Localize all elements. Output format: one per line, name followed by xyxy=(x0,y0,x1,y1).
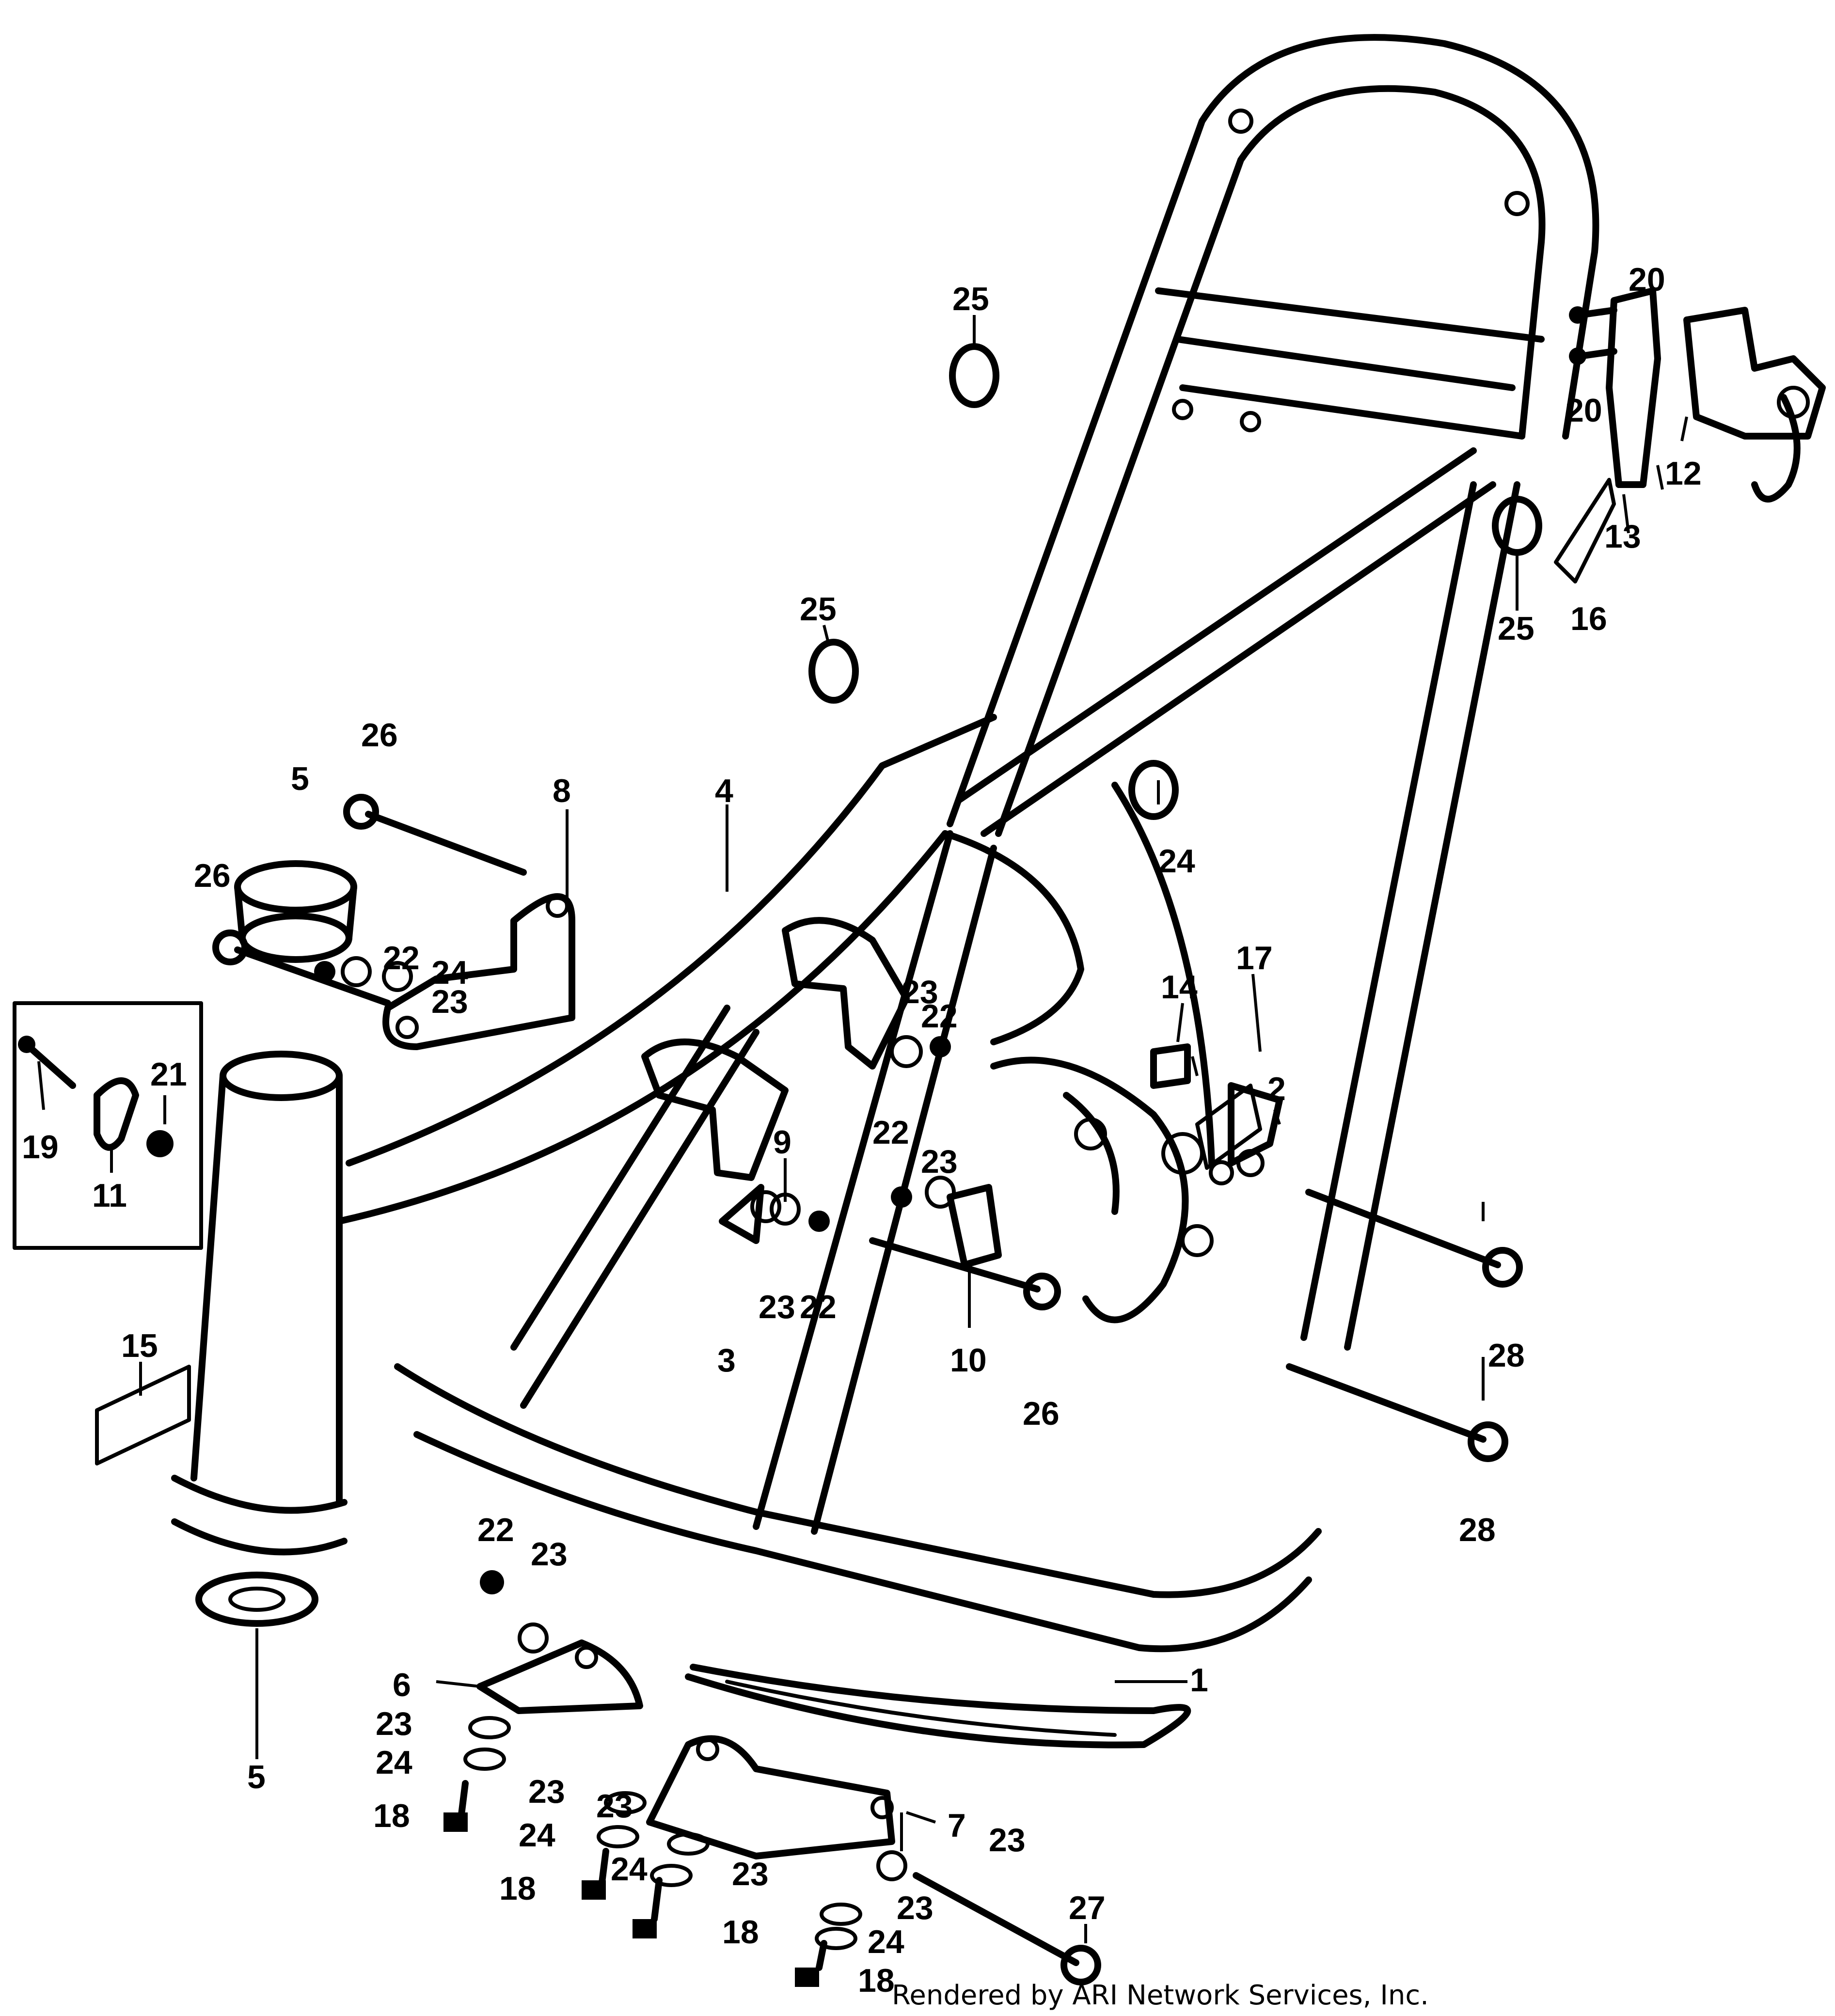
washers-center xyxy=(314,956,956,1232)
callout-10: 10 xyxy=(950,1342,987,1379)
bolt-26-upper xyxy=(343,794,527,876)
callout-18b: 18 xyxy=(499,1870,536,1907)
grommets-25 xyxy=(808,343,1542,704)
bolt-26-lower xyxy=(869,1237,1061,1310)
callout-18a: 18 xyxy=(373,1797,410,1834)
callout-22e: 22 xyxy=(477,1512,514,1548)
callout-7: 7 xyxy=(948,1807,966,1844)
bearing-race-lower xyxy=(195,1572,318,1627)
inset-box xyxy=(13,1001,203,1250)
callouts: 1 2 3 4 5 5 6 7 8 9 10 11 12 13 14 15 16… xyxy=(22,261,1702,1999)
callout-24c: 24 xyxy=(376,1744,412,1781)
callout-18c: 18 xyxy=(722,1914,759,1951)
callout-24e: 24 xyxy=(611,1851,648,1888)
callout-5-upper: 5 xyxy=(291,760,309,797)
callout-5-lower: 5 xyxy=(247,1759,266,1796)
main-frame xyxy=(336,34,1599,1748)
callout-26c: 26 xyxy=(1023,1395,1060,1432)
callout-23f: 23 xyxy=(376,1705,412,1742)
callout-27: 27 xyxy=(1069,1890,1106,1926)
callout-26b: 26 xyxy=(194,857,231,894)
callout-23a: 23 xyxy=(431,983,468,1020)
grommet-24 xyxy=(1128,760,1179,820)
callout-26a: 26 xyxy=(361,717,398,754)
steering-head-tube xyxy=(171,1051,348,1556)
callout-28a: 28 xyxy=(1488,1337,1525,1374)
callout-23k: 23 xyxy=(596,1788,633,1825)
callout-16: 16 xyxy=(1570,600,1607,637)
callout-4: 4 xyxy=(715,772,733,809)
callout-17: 17 xyxy=(1236,940,1273,976)
callout-6: 6 xyxy=(393,1667,411,1703)
callout-25c: 25 xyxy=(1498,610,1534,647)
callout-24d: 24 xyxy=(519,1817,555,1854)
callout-22a: 22 xyxy=(383,940,420,976)
callout-2: 2 xyxy=(1267,1071,1286,1107)
clip-2 xyxy=(1228,1082,1283,1177)
callout-25a: 25 xyxy=(952,281,989,317)
engine-hanger-8 xyxy=(382,893,575,1050)
callout-25b: 25 xyxy=(800,591,837,628)
bolts-28 xyxy=(1286,1189,1523,1462)
callout-23i: 23 xyxy=(989,1822,1026,1858)
callout-19: 19 xyxy=(22,1129,59,1166)
bolt-27 xyxy=(913,1872,1101,1985)
callout-14: 14 xyxy=(1161,969,1198,1006)
clip-3 xyxy=(719,1184,764,1244)
callout-23g: 23 xyxy=(528,1773,565,1810)
callout-22d: 22 xyxy=(800,1289,837,1325)
callout-22c: 22 xyxy=(872,1114,909,1151)
callout-1: 1 xyxy=(1190,1662,1208,1699)
callout-20a: 20 xyxy=(1629,261,1665,298)
callout-23j: 23 xyxy=(897,1890,933,1926)
callout-23b: 23 xyxy=(902,974,938,1010)
mount-plate-7 xyxy=(646,1735,895,1859)
callout-21: 21 xyxy=(150,1056,187,1093)
lower-hardware xyxy=(443,1570,907,1987)
callout-15: 15 xyxy=(121,1327,158,1364)
callout-23h: 23 xyxy=(732,1856,769,1892)
callout-20b: 20 xyxy=(1566,392,1602,429)
collar-10 xyxy=(947,1184,1002,1268)
label-plate-15 xyxy=(95,1365,191,1465)
callout-24b: 24 xyxy=(431,954,468,991)
screws-20 xyxy=(1569,306,1617,365)
callout-9: 9 xyxy=(773,1124,791,1161)
switch-bracket xyxy=(1606,287,1661,488)
footer-credit: Rendered by ARI Network Services, Inc. xyxy=(892,1980,1429,2011)
callout-12: 12 xyxy=(1665,455,1702,492)
bolt-26-middle xyxy=(212,929,391,1007)
callout-3: 3 xyxy=(717,1342,736,1379)
callout-23d: 23 xyxy=(759,1289,795,1325)
callout-28b: 28 xyxy=(1459,1512,1496,1548)
bracket-9-upper xyxy=(782,917,910,1070)
ignition-switch xyxy=(1683,307,1826,503)
callout-18d: 18 xyxy=(858,1962,895,1999)
label-plate-16 xyxy=(1554,478,1616,583)
callout-11: 11 xyxy=(92,1177,127,1214)
mount-plate-6 xyxy=(476,1639,643,1714)
bracket-9 xyxy=(641,1039,789,1181)
callout-8: 8 xyxy=(553,772,571,809)
callout-24f: 24 xyxy=(868,1923,904,1960)
callout-13: 13 xyxy=(1604,518,1641,555)
bearing-race-upper xyxy=(234,860,357,963)
callout-23c: 23 xyxy=(921,1143,958,1180)
callout-23e: 23 xyxy=(531,1536,568,1573)
callout-24a: 24 xyxy=(1158,843,1195,880)
callout-22b: 22 xyxy=(921,998,958,1035)
clip-14 xyxy=(1150,1043,1191,1089)
leader-lines xyxy=(37,315,1688,1943)
